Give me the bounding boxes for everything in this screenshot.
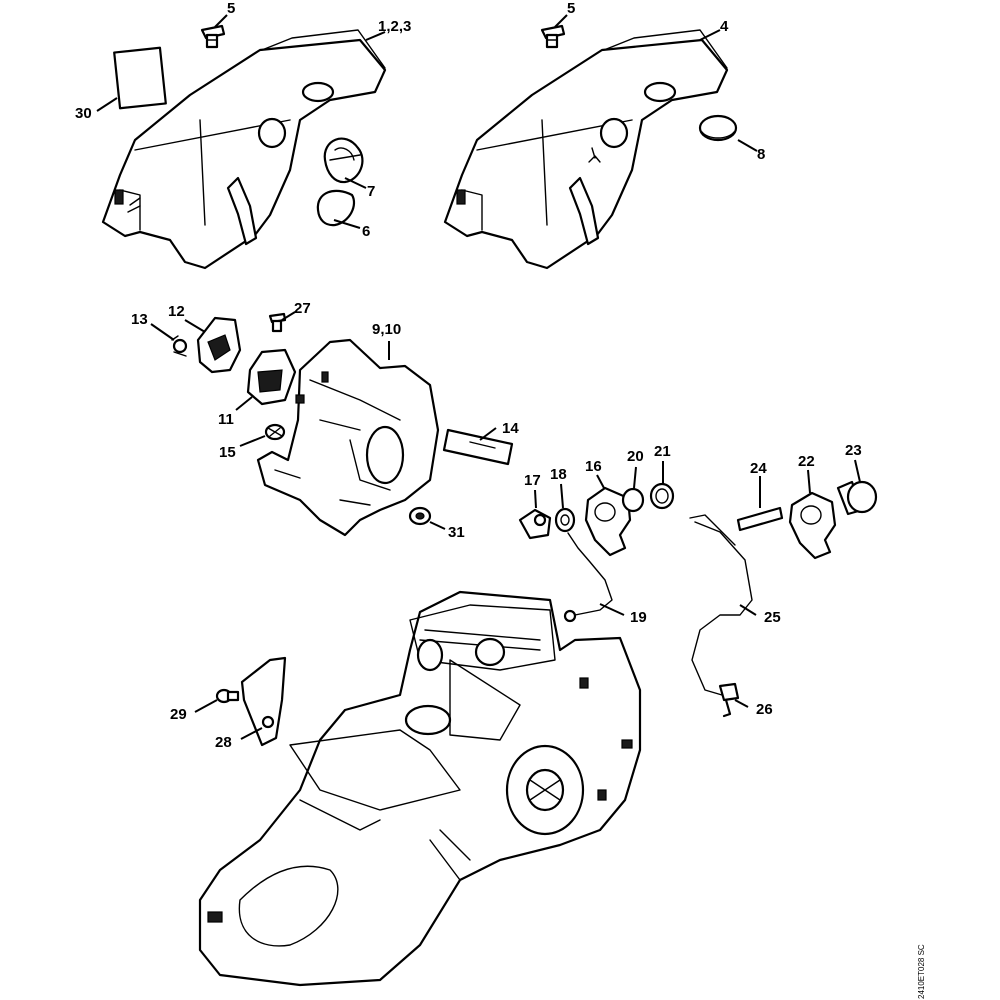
diagram-id: 2410ET028 SC [917, 944, 926, 999]
crankcase-engine [198, 590, 642, 987]
fitting-part-26[interactable] [718, 682, 740, 718]
plate-part-14[interactable] [442, 428, 514, 466]
handle-housing-part-9-10[interactable] [256, 338, 440, 537]
callout-6: 6 [362, 223, 370, 240]
ring-part-20[interactable] [621, 487, 645, 513]
switch-housing-part-12[interactable] [196, 316, 242, 374]
callout-18: 18 [550, 466, 567, 483]
callout-26: 26 [756, 701, 773, 718]
hose-part-24[interactable] [736, 506, 784, 532]
cover-part-6[interactable] [316, 189, 356, 227]
callout-5-left: 5 [227, 0, 235, 17]
callout-labels: 5 5 1,2,3 4 30 8 7 6 12 27 13 9,10 11 14… [75, 0, 862, 751]
clip-part-13[interactable] [171, 335, 188, 357]
plug-part-8[interactable] [698, 114, 738, 142]
callout-8: 8 [757, 146, 765, 163]
screw-part-5-left[interactable] [200, 24, 226, 49]
callout-14: 14 [502, 420, 519, 437]
fuel-line-part-25[interactable] [691, 521, 753, 696]
callout-17: 17 [524, 472, 541, 489]
leader-lines [96, 14, 861, 740]
shroud-left[interactable] [101, 29, 387, 270]
damper-part-15[interactable] [264, 423, 286, 441]
callout-1-2-3: 1,2,3 [378, 18, 411, 35]
callout-22: 22 [798, 453, 815, 470]
callout-5-right: 5 [567, 0, 575, 17]
callout-19: 19 [630, 609, 647, 626]
callout-25: 25 [764, 609, 781, 626]
pump-body-part-22[interactable] [788, 491, 837, 560]
callout-15: 15 [219, 444, 236, 461]
callout-21: 21 [654, 443, 671, 460]
callout-13: 13 [131, 311, 148, 328]
callout-23: 23 [845, 442, 862, 459]
callout-29: 29 [170, 706, 187, 723]
shroud-right[interactable] [443, 29, 729, 270]
damper-part-31[interactable] [408, 506, 432, 526]
callout-27: 27 [294, 300, 311, 317]
callout-20: 20 [627, 448, 644, 465]
chain-catcher-part-28[interactable] [240, 656, 287, 747]
callout-31: 31 [448, 524, 465, 541]
primer-bulb-part-23[interactable] [836, 480, 878, 516]
callout-30: 30 [75, 105, 92, 122]
screw-part-5-right[interactable] [540, 24, 566, 49]
pump-body-part-16[interactable] [584, 486, 632, 557]
connector-part-17[interactable] [518, 508, 552, 540]
callout-16: 16 [585, 458, 602, 475]
screw-part-27[interactable] [268, 312, 287, 333]
label-part-30[interactable] [113, 46, 167, 110]
screw-part-29[interactable] [215, 688, 240, 704]
callout-24: 24 [750, 460, 767, 477]
callout-12: 12 [168, 303, 185, 320]
cable-part-19[interactable] [567, 532, 613, 616]
ring-part-21[interactable] [649, 482, 675, 510]
cap-part-7[interactable] [323, 137, 364, 184]
callout-11: 11 [218, 411, 234, 428]
callout-28: 28 [215, 734, 232, 751]
callout-4: 4 [720, 18, 729, 35]
callout-9-10: 9,10 [372, 321, 401, 338]
callout-7: 7 [367, 183, 375, 200]
cover-part-11[interactable] [246, 348, 297, 406]
gasket-part-18[interactable] [554, 507, 576, 533]
